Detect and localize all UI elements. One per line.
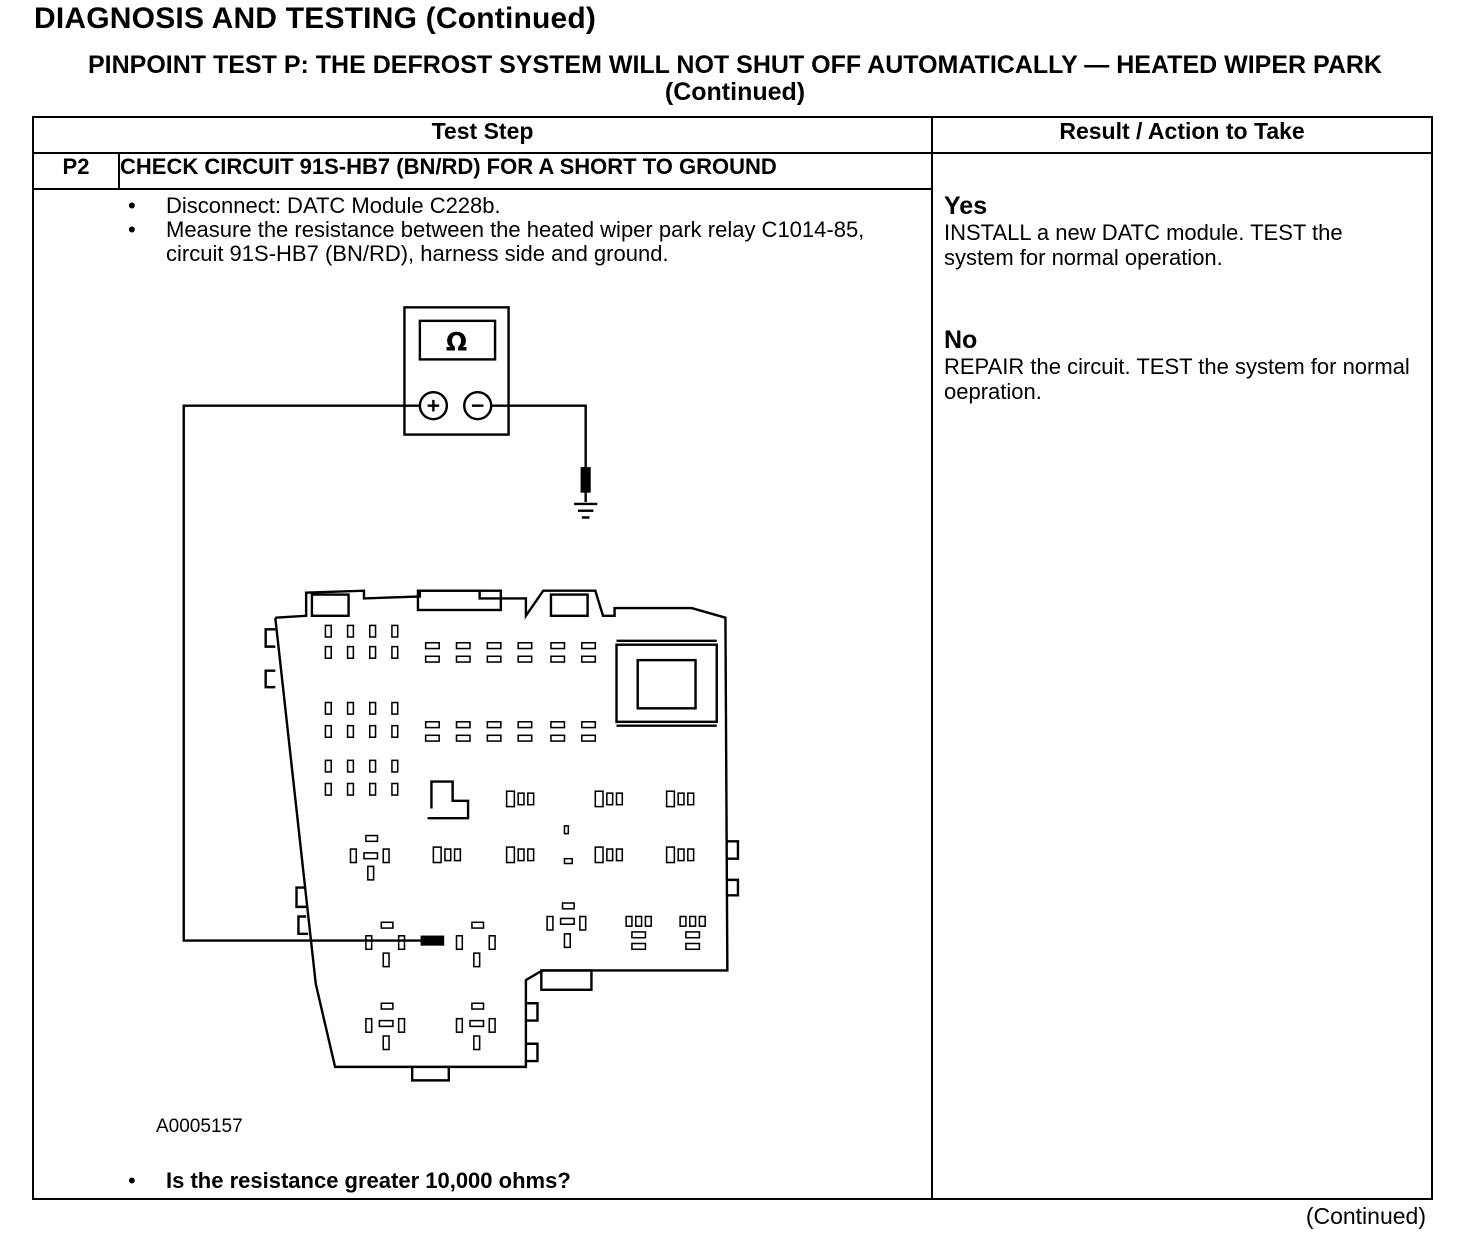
test-step-header: Test Step bbox=[31, 116, 934, 154]
pinpoint-test-table: Test Step Result / Action to Take P2 CHE… bbox=[31, 116, 1434, 1200]
step-id: P2 bbox=[32, 152, 120, 190]
result-cell bbox=[931, 152, 1434, 1200]
test-step-body bbox=[31, 188, 934, 1200]
result-no-label: No bbox=[944, 326, 978, 354]
result-no-action: REPAIR the circuit. TEST the system for … bbox=[944, 354, 1410, 404]
result-yes: Yes INSTALL a new DATC module. TEST the … bbox=[944, 192, 1414, 270]
result-yes-label: Yes bbox=[944, 192, 988, 220]
test-question: Is the resistance greater 10,000 ohms? bbox=[124, 1168, 571, 1194]
meter-symbol: Ω bbox=[446, 327, 467, 356]
result-action-header: Result / Action to Take bbox=[931, 116, 1434, 154]
pinpoint-test-title: PINPOINT TEST P: THE DEFROST SYSTEM WILL… bbox=[87, 51, 1382, 106]
ohmmeter-icon bbox=[403, 306, 510, 436]
continued-label: (Continued) bbox=[1305, 1203, 1426, 1229]
ohmmeter-connection-diagram: Ω bbox=[182, 306, 740, 1082]
test-step-bullets: Disconnect: DATC Module C228b. Measure t… bbox=[124, 194, 914, 266]
figure-id: A0005157 bbox=[156, 1116, 243, 1137]
result-yes-action: INSTALL a new DATC module. TEST the syst… bbox=[944, 220, 1343, 270]
bullet-disconnect: Disconnect: DATC Module C228b. bbox=[124, 194, 914, 219]
page-title: DIAGNOSIS AND TESTING (Continued) bbox=[34, 2, 597, 35]
module-terminals bbox=[324, 624, 706, 1051]
step-title: CHECK CIRCUIT 91S-HB7 (BN/RD) FOR A SHOR… bbox=[117, 152, 934, 190]
bullet-measure: Measure the resistance between the heate… bbox=[124, 218, 914, 266]
result-no: No REPAIR the circuit. TEST the system f… bbox=[944, 326, 1414, 404]
